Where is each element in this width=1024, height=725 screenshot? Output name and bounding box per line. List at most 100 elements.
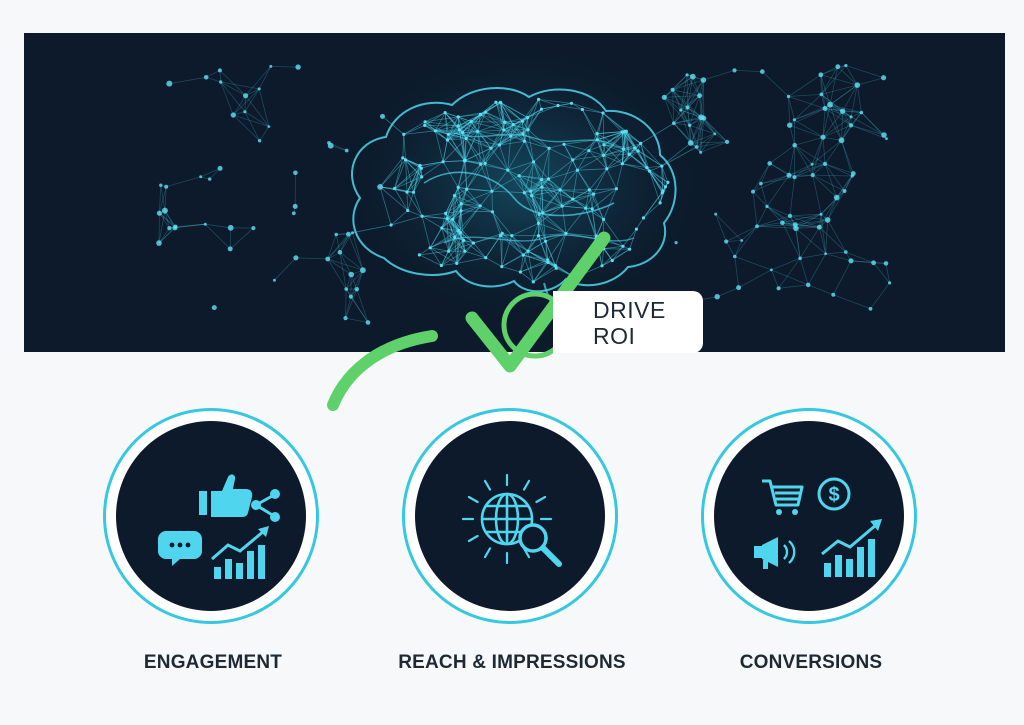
- network-link: [164, 210, 176, 227]
- network-node: [346, 231, 351, 237]
- network-node: [639, 141, 643, 145]
- network-link: [687, 76, 694, 108]
- network-link: [734, 70, 763, 72]
- network-link: [577, 169, 590, 191]
- network-link: [752, 191, 758, 227]
- network-link: [714, 133, 728, 143]
- network-link: [454, 195, 481, 207]
- network-link: [465, 111, 487, 139]
- network-link: [829, 104, 852, 126]
- metric-label: ENGAGEMENT: [143, 652, 283, 673]
- network-link: [233, 88, 260, 116]
- network-node: [420, 175, 424, 179]
- network-link: [538, 212, 544, 224]
- network-link: [603, 144, 635, 149]
- network-link: [541, 105, 559, 110]
- network-node: [713, 132, 717, 136]
- network-link: [789, 213, 822, 217]
- network-link: [480, 164, 493, 192]
- network-node: [620, 162, 625, 166]
- network-node: [590, 207, 594, 211]
- network-link: [596, 112, 604, 140]
- network-node: [767, 161, 772, 166]
- network-link: [419, 161, 444, 167]
- network-link: [220, 81, 260, 90]
- network-link: [446, 210, 462, 219]
- network-link: [603, 148, 624, 156]
- network-node: [463, 249, 467, 253]
- network-link: [471, 121, 505, 123]
- network-link: [420, 161, 444, 166]
- network-link: [424, 112, 446, 123]
- network-link: [649, 165, 662, 172]
- network-node: [558, 188, 562, 192]
- network-node: [641, 216, 646, 220]
- network-node: [670, 87, 675, 92]
- network-link: [822, 110, 843, 138]
- network-node: [714, 294, 720, 300]
- network-link: [622, 148, 624, 164]
- network-link: [788, 163, 826, 176]
- network-link: [811, 137, 824, 165]
- network-link: [435, 130, 467, 139]
- network-link: [603, 154, 630, 156]
- network-node: [584, 206, 588, 210]
- network-link: [778, 284, 809, 289]
- network-node: [624, 129, 628, 133]
- thumbs-up-icon: [199, 474, 253, 517]
- network-node: [327, 141, 331, 145]
- network-node: [208, 177, 212, 181]
- network-link: [499, 120, 523, 146]
- network-link: [603, 144, 624, 150]
- network-link: [413, 192, 423, 217]
- network-link: [715, 213, 727, 242]
- network-node: [506, 168, 510, 172]
- network-link: [795, 213, 822, 229]
- network-link: [699, 95, 705, 119]
- network-node: [484, 256, 488, 260]
- network-link: [622, 147, 636, 165]
- network-node: [445, 138, 449, 142]
- network-link: [603, 155, 608, 169]
- network-link: [636, 217, 644, 230]
- network-node: [405, 190, 409, 194]
- network-link: [696, 141, 728, 148]
- network-node: [476, 129, 480, 134]
- network-link: [424, 125, 448, 141]
- network-link: [327, 234, 337, 260]
- network-node: [203, 75, 209, 80]
- network-link: [603, 144, 605, 156]
- network-link: [513, 117, 528, 125]
- network-link: [756, 222, 783, 227]
- network-link: [444, 112, 459, 127]
- network-link: [465, 121, 472, 139]
- network-node: [469, 120, 473, 124]
- network-link: [446, 195, 455, 219]
- network-link: [596, 131, 626, 141]
- network-link: [821, 84, 858, 95]
- svg-text:$: $: [828, 484, 839, 506]
- network-node: [490, 210, 495, 214]
- network-link: [703, 117, 728, 143]
- network-node: [760, 69, 765, 74]
- network-link: [825, 251, 846, 255]
- network-link: [327, 258, 352, 275]
- network-link: [441, 227, 459, 231]
- network-link: [542, 198, 573, 214]
- network-node: [792, 142, 797, 148]
- network-link: [825, 219, 829, 254]
- network-node: [343, 316, 348, 321]
- network-link: [448, 116, 459, 135]
- network-link: [445, 187, 459, 214]
- network-link: [446, 218, 459, 231]
- network-link: [500, 102, 505, 131]
- network-link: [421, 216, 431, 248]
- network-node: [810, 162, 814, 166]
- network-link: [394, 188, 414, 193]
- network-link: [672, 79, 704, 91]
- network-link: [394, 176, 422, 189]
- network-node: [602, 143, 606, 147]
- network-node: [594, 234, 598, 238]
- network-node: [456, 115, 460, 119]
- network-link: [696, 133, 716, 148]
